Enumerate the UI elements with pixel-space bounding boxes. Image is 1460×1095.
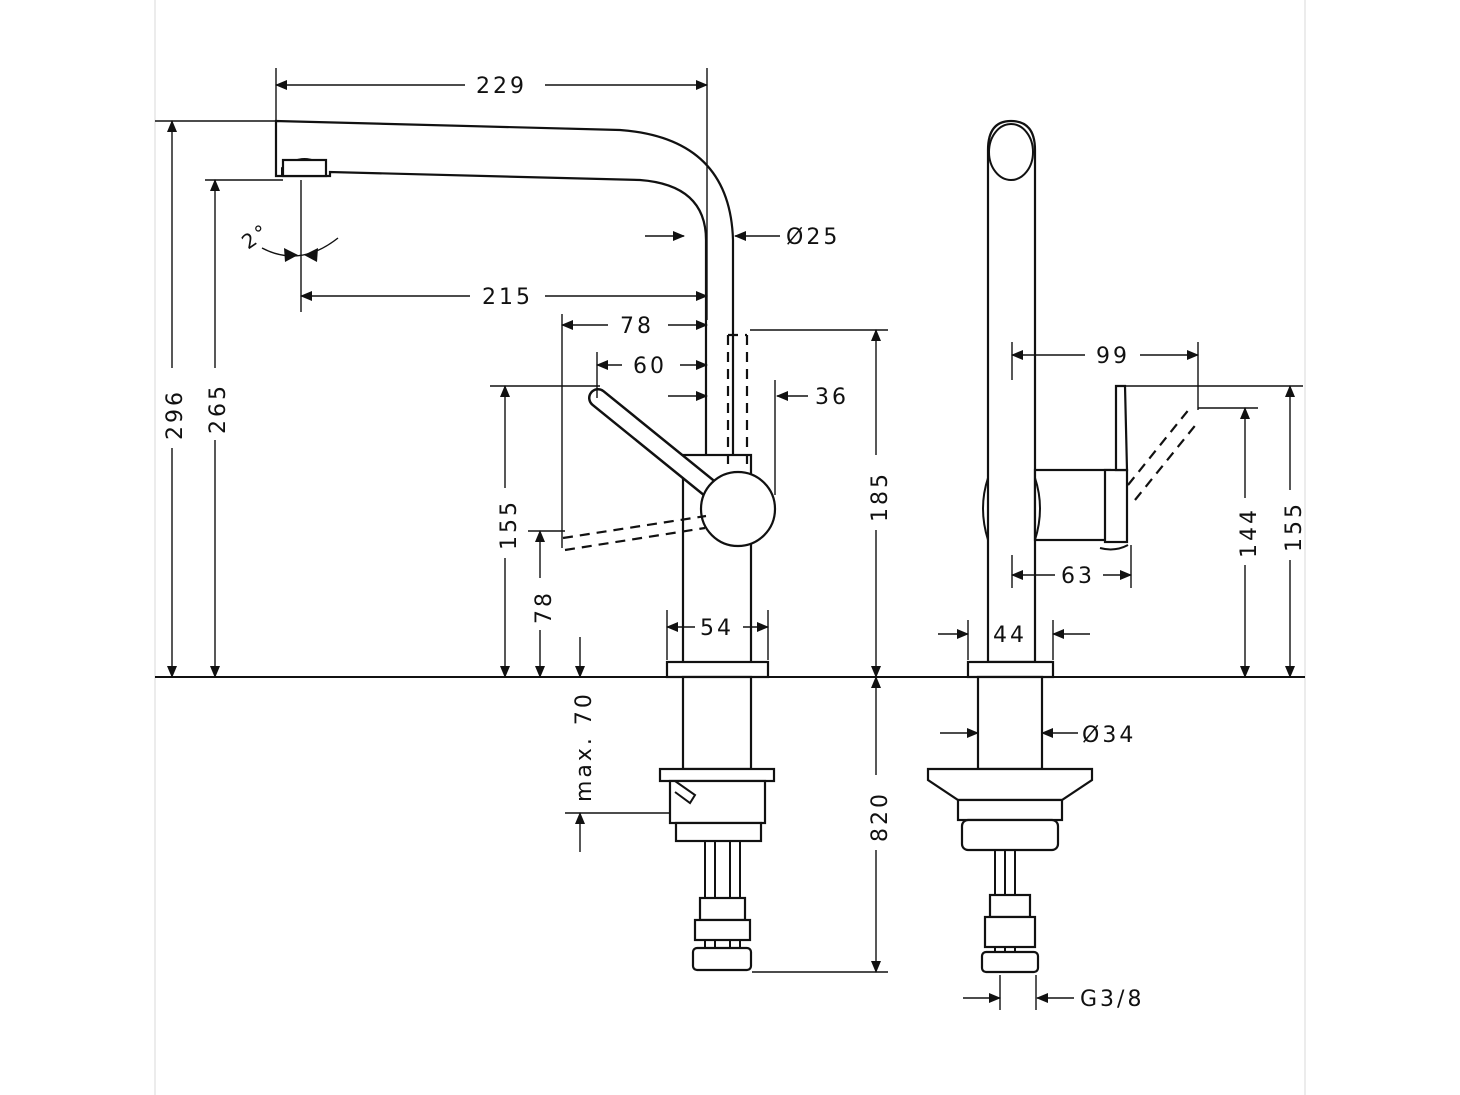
dim-44-label: 44	[993, 623, 1027, 648]
dim-229-label: 229	[476, 74, 527, 99]
side-lever	[1114, 384, 1129, 472]
angle-arrow-right	[304, 248, 318, 262]
side-mounting-plate	[926, 767, 1094, 802]
lever-upright-dashed	[726, 333, 749, 470]
dim-78-label: 78	[620, 314, 654, 339]
dim-36-label: 36	[815, 385, 849, 410]
side-thread	[960, 818, 1060, 852]
mounting-plate	[658, 767, 776, 783]
body-base-ring	[665, 660, 770, 679]
side-spout-column	[986, 119, 1037, 664]
shank	[681, 675, 753, 771]
dim-215-label: 215	[482, 285, 533, 310]
dim-99-label: 99	[1096, 344, 1130, 369]
side-spout-top	[988, 123, 1034, 181]
dim-d25-label: Ø25	[786, 225, 840, 250]
side-supply-hoses	[980, 850, 1040, 974]
hose-fitting	[691, 946, 753, 972]
dim-155-label: 155	[497, 499, 522, 550]
angle-arrow-left	[284, 248, 298, 262]
dim-63-label: 63	[1061, 564, 1095, 589]
dim-155-side-label: 155	[1282, 501, 1307, 552]
dim-54-label: 54	[700, 616, 734, 641]
dim-g38-label: G3/8	[1080, 987, 1144, 1012]
side-view: 99 144 155 63 44 Ø34 G3/8	[926, 119, 1307, 1012]
supply-hoses	[691, 841, 753, 972]
dim-d34-label: Ø34	[1082, 723, 1136, 748]
dim-296-label: 296	[163, 389, 188, 440]
dim-60-label: 60	[633, 354, 667, 379]
lever-down-dashed	[562, 514, 707, 552]
dim-265-label: 265	[206, 383, 231, 434]
side-nut	[956, 798, 1064, 822]
dim-78-low-label: 78	[532, 590, 557, 624]
dim-820-label: 820	[868, 791, 893, 842]
lever-hub	[699, 470, 777, 548]
aerator	[281, 158, 328, 178]
front-view: 229 296 265 2° 215 Ø25 78 60	[155, 68, 1305, 973]
clamp	[674, 780, 697, 805]
side-body-groove	[982, 477, 1041, 541]
side-base-ring	[966, 660, 1055, 679]
side-handle-block	[1033, 468, 1112, 542]
side-shank	[976, 675, 1044, 771]
side-lever-cap	[1103, 468, 1129, 544]
dim-185-label: 185	[868, 471, 893, 522]
side-lever-dashed	[1127, 407, 1199, 501]
dim-max70-label: max. 70	[572, 691, 597, 802]
thread-block	[674, 821, 763, 843]
dim-144-label: 144	[1237, 507, 1262, 558]
dim-angle-label: 2°	[237, 218, 274, 254]
